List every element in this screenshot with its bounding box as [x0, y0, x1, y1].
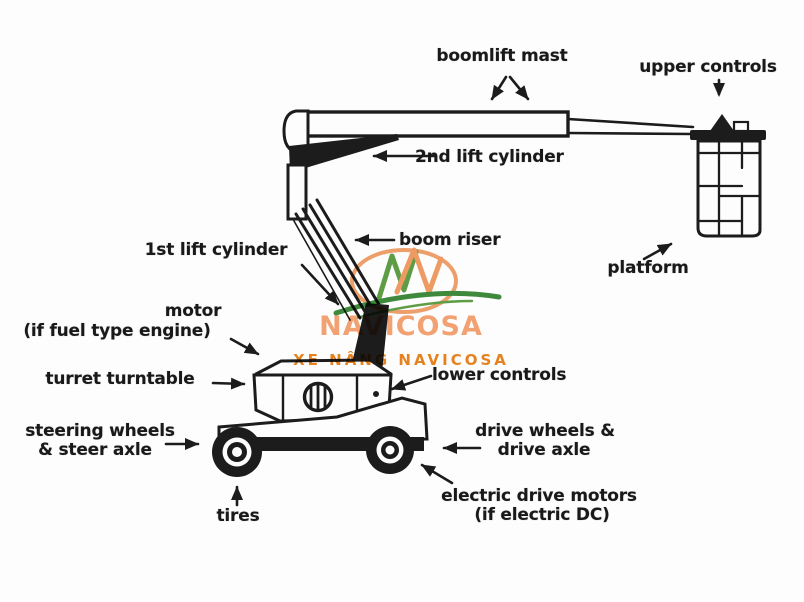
label-electric-note: (if electric DC) [474, 505, 610, 525]
label-lower-controls: lower controls [432, 365, 567, 385]
boomlift-mast-shape [282, 109, 570, 154]
turret-emblem [302, 381, 334, 413]
riser-base-shape [352, 303, 389, 372]
label-motor: motor [164, 301, 222, 321]
steer-wheel [212, 427, 262, 477]
label-electric-drive-motors: electric drive motors [441, 486, 637, 506]
lower-controls-dot [373, 391, 379, 397]
label-drive-wheels: drive wheels & [475, 421, 615, 441]
label-turret-turntable: turret turntable [45, 369, 195, 389]
drive-wheel [366, 426, 414, 474]
arrow-electric-drive-motors [420, 463, 454, 485]
label-second-lift-cylinder: 2nd lift cylinder [415, 147, 564, 167]
label-platform: platform [607, 258, 689, 278]
boom-telescope-section [566, 117, 695, 136]
arrow-turret-turntable [211, 377, 246, 390]
label-steering-wheels: steering wheels [25, 421, 175, 441]
label-upper-controls: upper controls [639, 57, 777, 77]
arrow-boomlift-mast-right [508, 75, 530, 101]
arrow-motor [229, 337, 260, 356]
arrow-first-lift-cylinder [300, 263, 340, 306]
platform-shape [690, 114, 766, 238]
second-lift-cylinder-shape [289, 134, 399, 173]
turret-turntable-shape [252, 358, 393, 423]
label-boom-riser: boom riser [399, 230, 501, 250]
arrow-lower-controls [390, 374, 433, 391]
label-drive-axle: drive axle [497, 440, 591, 460]
label-motor-note: (if fuel type engine) [23, 321, 211, 341]
arrow-boomlift-mast-left [490, 75, 508, 101]
upper-controls-shape [710, 114, 734, 131]
arrow-platform [642, 242, 673, 261]
label-boomlift-mast: boomlift mast [436, 46, 568, 66]
label-steer-axle: & steer axle [38, 440, 152, 460]
label-tires: tires [216, 506, 260, 526]
boom-pivot-post [286, 163, 308, 221]
label-first-lift-cylinder: 1st lift cylinder [144, 240, 288, 260]
